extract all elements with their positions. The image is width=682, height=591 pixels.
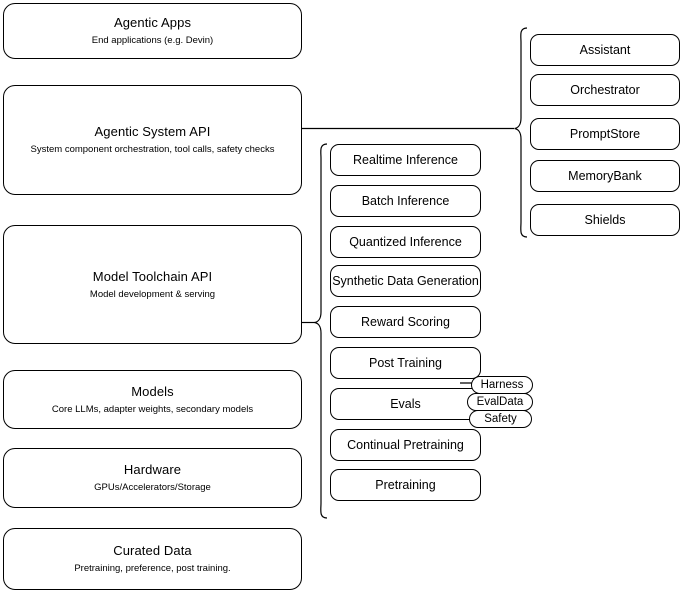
layer-subtitle: System component orchestration, tool cal… [30,144,275,155]
layer-subtitle: GPUs/Accelerators/Storage [94,482,211,493]
chip-quantized-inference[interactable]: Quantized Inference [330,226,481,258]
pill-evaldata[interactable]: EvalData [467,393,533,411]
layer-title: Models [131,383,174,399]
layer-agentic-system-api[interactable]: Agentic System API System component orch… [3,85,302,195]
pill-label: EvalData [476,396,524,408]
layer-subtitle: Core LLMs, adapter weights, secondary mo… [51,403,254,415]
chip-label: Synthetic Data Generation [332,273,479,288]
layer-title: Agentic Apps [113,15,192,30]
brace-toolchain-components [314,143,328,519]
chip-label: Reward Scoring [361,314,450,329]
chip-label: Assistant [579,42,631,57]
layer-curated-data[interactable]: Curated Data Pretraining, preference, po… [3,528,302,590]
layer-model-toolchain-api[interactable]: Model Toolchain API Model development & … [3,225,302,344]
chip-shields[interactable]: Shields [530,204,680,236]
layer-hardware[interactable]: Hardware GPUs/Accelerators/Storage [3,448,302,508]
chip-promptstore[interactable]: PromptStore [530,118,680,150]
chip-memorybank[interactable]: MemoryBank [530,160,680,192]
chip-label: Orchestrator [570,82,640,97]
chip-label: Quantized Inference [349,234,462,249]
pill-safety[interactable]: Safety [469,410,532,428]
layer-agentic-apps[interactable]: Agentic Apps End applications (e.g. Devi… [3,3,302,59]
layer-title: Curated Data [113,543,192,558]
chip-reward-scoring[interactable]: Reward Scoring [330,306,481,338]
chip-orchestrator[interactable]: Orchestrator [530,74,680,106]
chip-assistant[interactable]: Assistant [530,34,680,66]
chip-label: MemoryBank [568,168,642,183]
layer-subtitle: Pretraining, preference, post training. [74,563,231,574]
chip-label: Post Training [369,355,442,370]
chip-post-training[interactable]: Post Training [330,347,481,379]
chip-evals[interactable]: Evals [330,388,481,420]
pill-label: Safety [484,413,517,425]
chip-label: Pretraining [375,477,436,492]
chip-synthetic-data-generation[interactable]: Synthetic Data Generation [330,265,481,297]
layer-subtitle: Model development & serving [89,288,216,300]
chip-label: Continual Pretraining [347,437,464,452]
pill-harness[interactable]: Harness [471,376,533,394]
chip-label: Realtime Inference [353,152,458,167]
chip-realtime-inference[interactable]: Realtime Inference [330,144,481,176]
chip-batch-inference[interactable]: Batch Inference [330,185,481,217]
chip-continual-pretraining[interactable]: Continual Pretraining [330,429,481,461]
chip-label: PromptStore [569,126,641,141]
layer-title: Agentic System API [94,124,211,139]
chip-label: Shields [584,212,626,227]
chip-label: Batch Inference [361,193,450,208]
pill-label: Harness [480,379,524,391]
layer-title: Model Toolchain API [92,268,213,284]
chip-label: Evals [390,396,421,411]
layer-subtitle: End applications (e.g. Devin) [91,35,214,46]
chip-pretraining[interactable]: Pretraining [330,469,481,501]
brace-system-components [514,27,528,238]
layer-title: Hardware [123,462,182,477]
layer-models[interactable]: Models Core LLMs, adapter weights, secon… [3,370,302,429]
